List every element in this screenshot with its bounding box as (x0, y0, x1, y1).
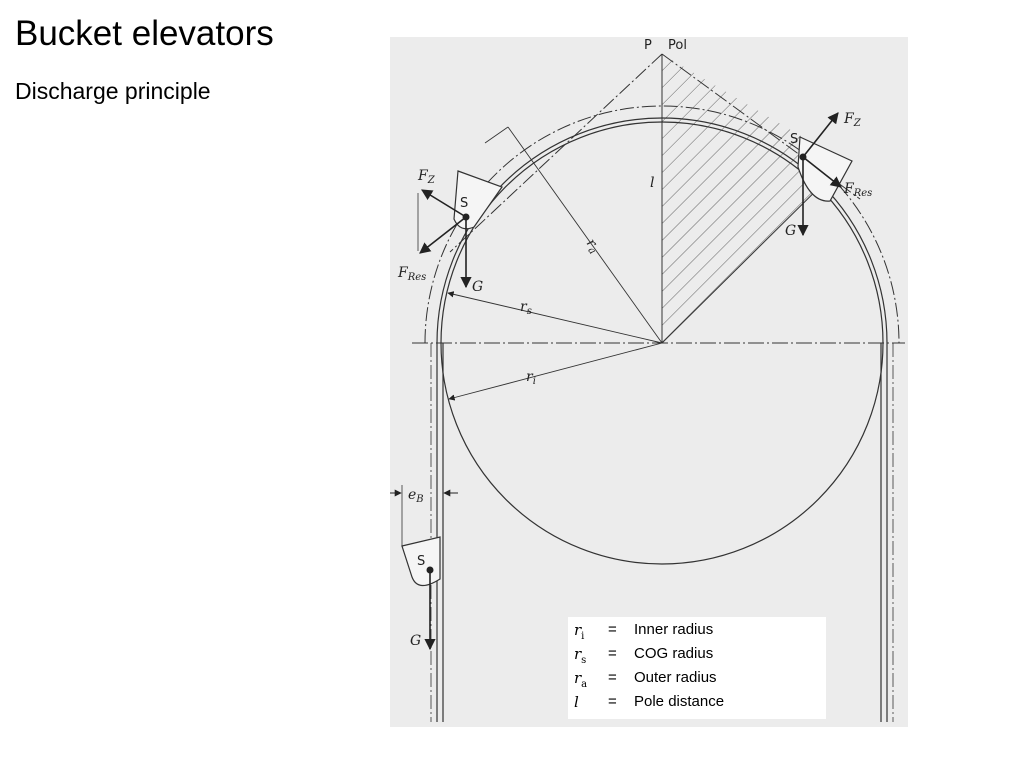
label-g-top-left: G (472, 279, 483, 295)
legend-description: Pole distance (634, 693, 725, 710)
label-fres-top-right: FRes (843, 181, 872, 199)
force-fres-top-left (419, 216, 467, 254)
belt-arc (436, 117, 888, 344)
legend-row-pole-distance: l = Pole distance (568, 693, 826, 717)
legend-row-inner-radius: ri = Inner radius (568, 621, 826, 645)
outer-arc (424, 105, 900, 344)
legend-box: ri = Inner radius rs = COG radius ra = O… (568, 617, 826, 719)
discharge-diagram: P Pol l ra rs ri FZ S FRes G FZ S FRes G… (390, 37, 908, 727)
legend-equals: = (608, 693, 617, 710)
slide-subtitle: Discharge principle (15, 78, 211, 104)
outer-radius-extent (484, 126, 509, 144)
legend-symbol: rs (574, 645, 587, 666)
legend-row-outer-radius: ra = Outer radius (568, 669, 826, 693)
label-s-top-right: S (790, 132, 798, 147)
label-outer-radius: ra (581, 236, 603, 257)
pole-line-left (449, 53, 663, 253)
force-fz-top-right (802, 112, 839, 158)
label-pole-distance: l (650, 175, 654, 191)
legend-symbol: ra (574, 669, 588, 690)
outer-radius-line (507, 126, 663, 344)
label-g-top-right: G (785, 223, 796, 239)
label-s-top-left: S (460, 196, 468, 211)
label-cog-radius: rs (520, 299, 532, 317)
label-fres-top-left: FRes (397, 265, 426, 283)
label-pole-p: P (644, 38, 652, 53)
cog-radius-line (447, 291, 663, 344)
slide-title: Bucket elevators (15, 14, 274, 53)
label-fz-top-left: FZ (417, 168, 436, 186)
legend-description: COG radius (634, 645, 714, 662)
legend-symbol: ri (574, 621, 585, 642)
label-pole-word: Pol (668, 38, 687, 53)
label-inner-radius: ri (526, 369, 536, 387)
legend-equals: = (608, 621, 617, 638)
discharge-diagram-svg: P Pol l ra rs ri FZ S FRes G FZ S FRes G… (390, 38, 905, 722)
inner-radius-line (448, 342, 663, 401)
label-fz-top-right: FZ (843, 111, 862, 129)
legend-description: Inner radius (634, 621, 714, 638)
inner-circle (440, 121, 884, 565)
label-s-bottom-left: S (417, 554, 425, 569)
legend-equals: = (608, 669, 617, 686)
legend-row-cog-radius: rs = COG radius (568, 645, 826, 669)
force-fres-top-right (802, 156, 842, 188)
label-g-bottom-left: G (410, 633, 421, 649)
legend-description: Outer radius (634, 669, 717, 686)
label-eb: eB (408, 487, 424, 505)
legend-symbol: l (574, 693, 579, 711)
legend-equals: = (608, 645, 617, 662)
force-fz-top-left (421, 189, 467, 218)
